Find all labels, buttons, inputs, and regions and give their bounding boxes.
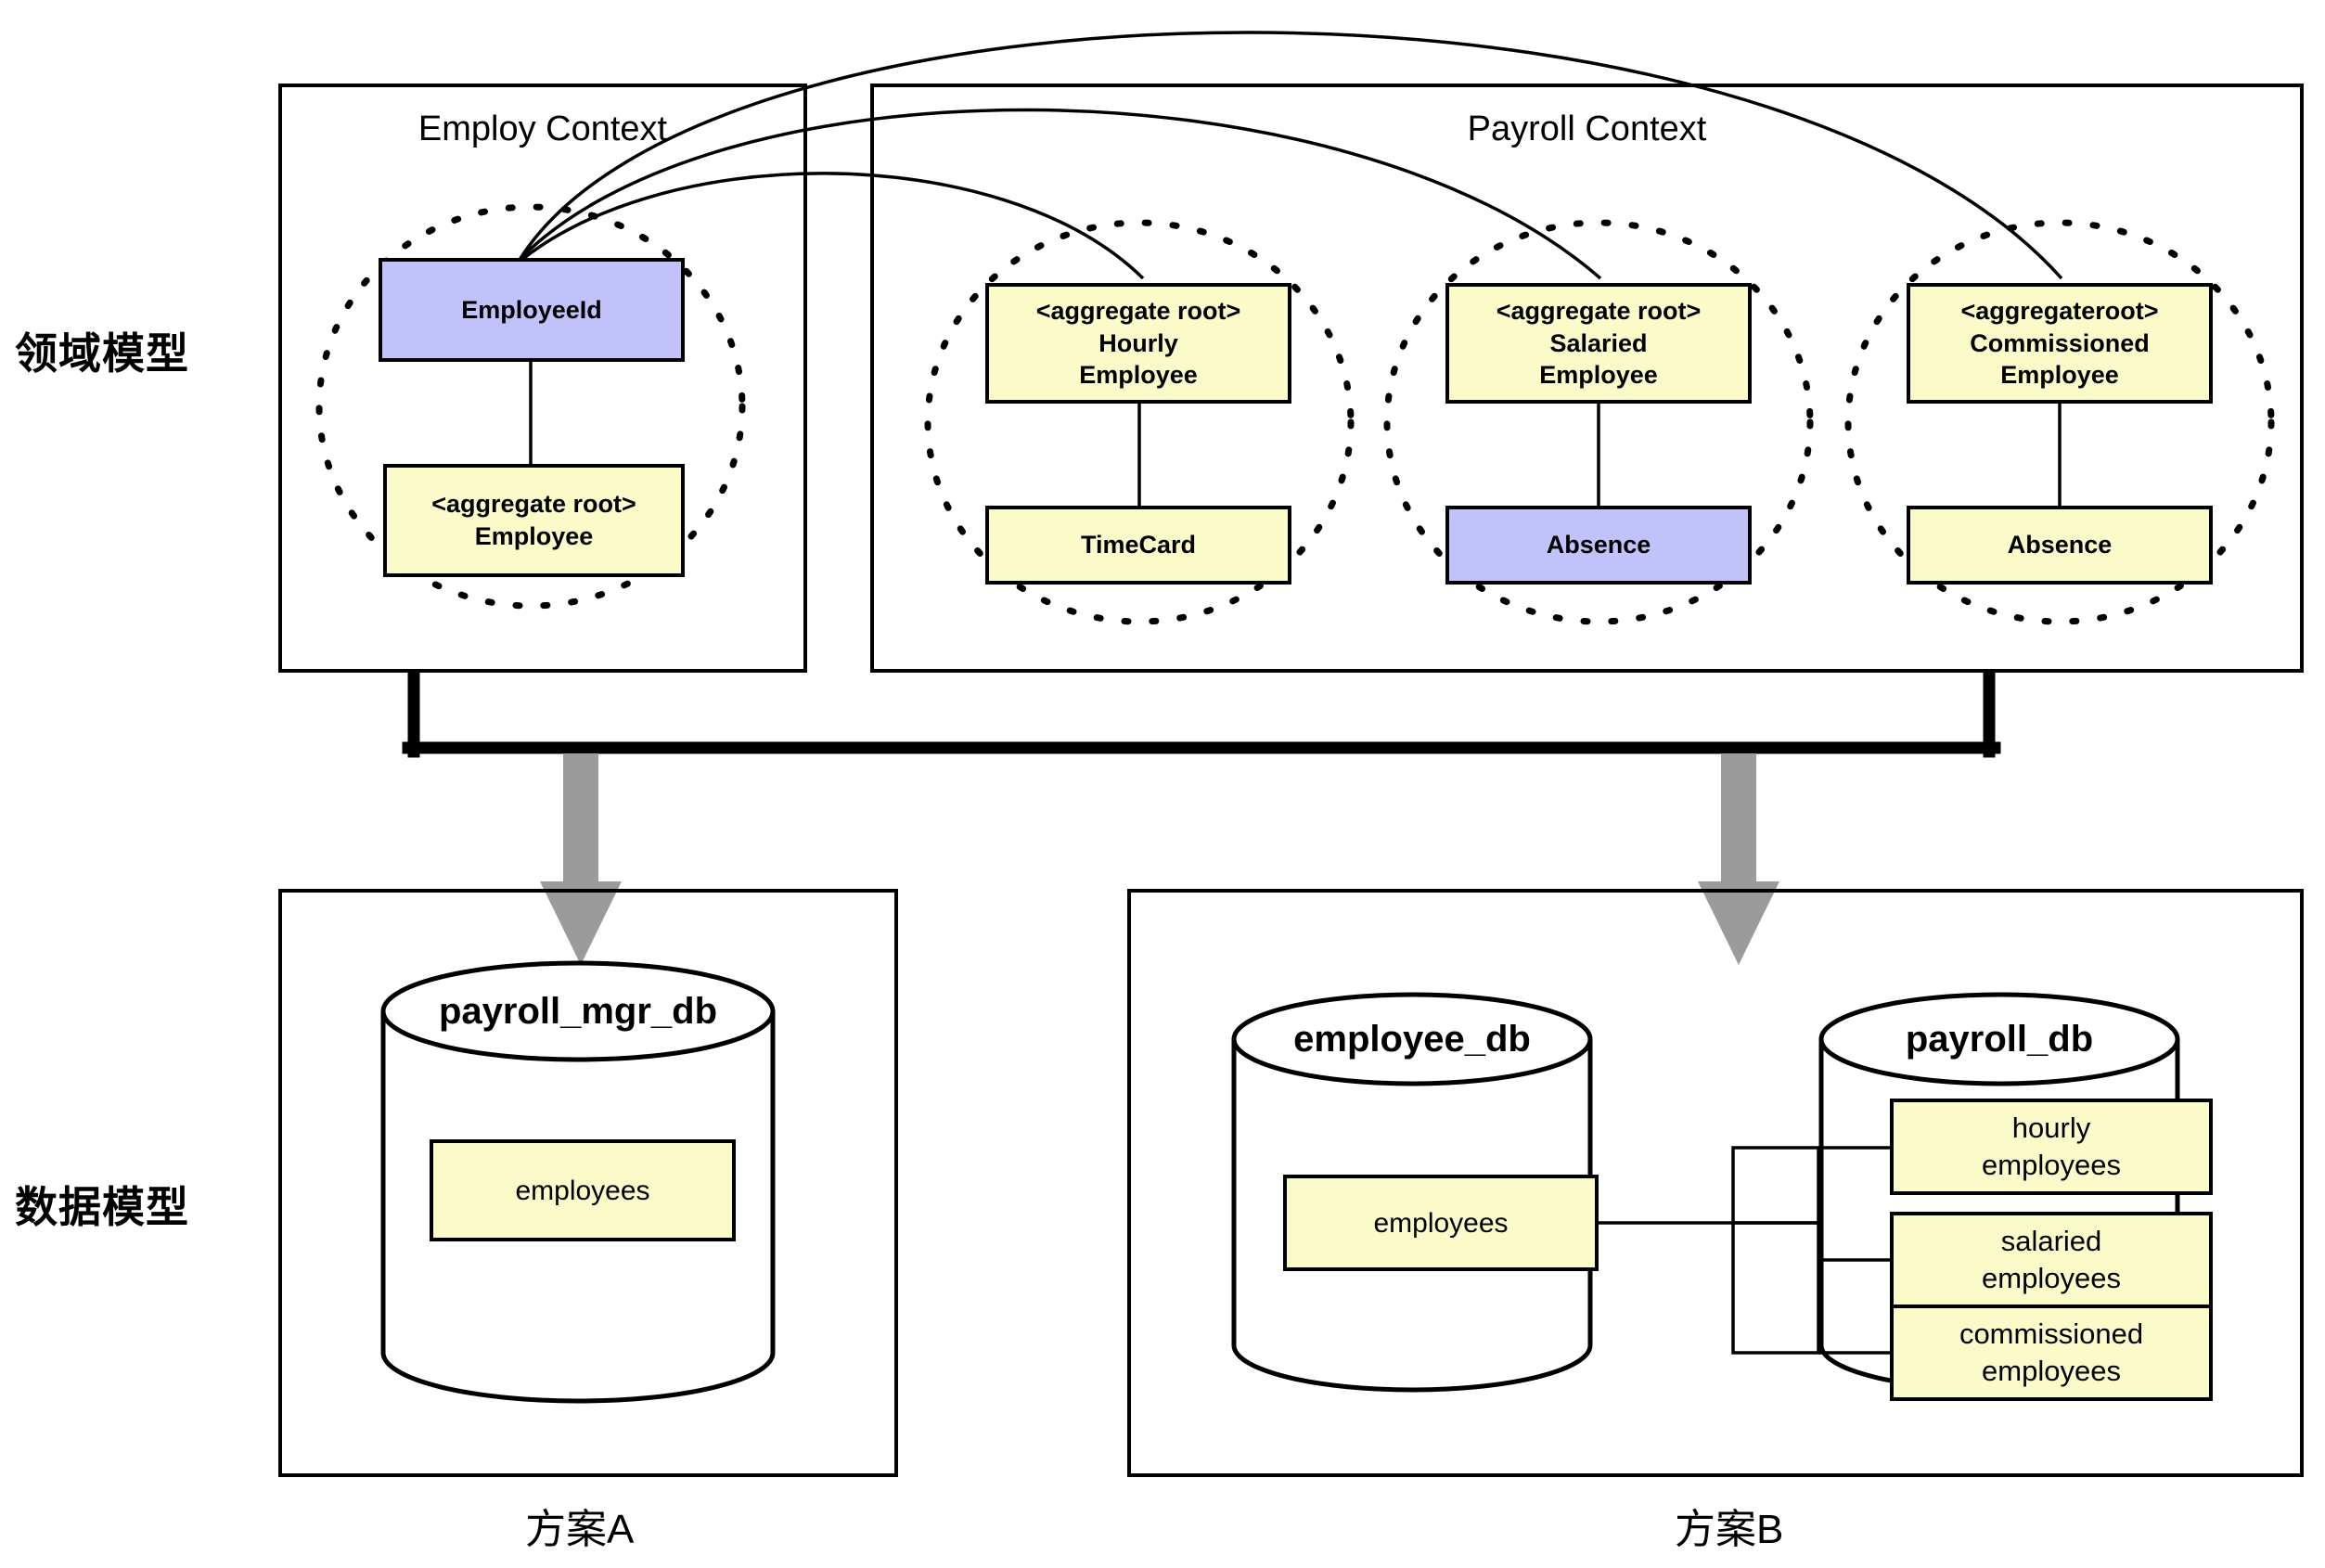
realization-arrow-group (540, 753, 1779, 965)
arc-employeeid-to-salaried (510, 108, 1602, 280)
node-commissioned-stereotype: <aggregateroot> (1960, 297, 2159, 326)
node-employee-name: Employee (474, 522, 594, 550)
cylinder-top-employee-db (1231, 992, 1593, 1086)
table-hourly-line1: hourly (2011, 1111, 2091, 1144)
cylinder-top-payroll-mgr-db (380, 960, 776, 1062)
node-hourly-stereotype: <aggregate root> (1035, 297, 1241, 326)
context-to-data-bracket (402, 671, 2001, 758)
node-hourly-line1: Hourly (1098, 328, 1178, 357)
node-commissioned-line2: Employee (2000, 361, 2119, 390)
aggregate-boundary-hourly (924, 219, 1355, 625)
relation-junction-lower (1731, 1221, 1820, 1355)
table-commissioned-line2: employees (1982, 1355, 2121, 1387)
db-name-payroll-mgr-db: payroll_mgr_db (438, 991, 718, 1032)
table-commissioned-line1: commissioned (1959, 1317, 2144, 1350)
shared-identity-arc-group (504, 31, 2063, 280)
node-salaried-line2: Employee (1539, 361, 1658, 390)
aggregate-boundary-salaried (1383, 219, 1814, 625)
node-absence-salaried[interactable]: Absence (1445, 506, 1752, 585)
cylinder-body-employee-db (1231, 1039, 1593, 1393)
node-salaried-employee[interactable]: <aggregate root> Salaried Employee (1445, 283, 1752, 404)
table-hourly-employees[interactable]: hourly employees (1890, 1099, 2213, 1195)
table-employees-employee-db[interactable]: employees (1283, 1175, 1599, 1271)
node-salaried-line1: Salaried (1549, 328, 1648, 357)
context-box-payroll[interactable] (870, 84, 2304, 673)
row-label-domain-model: 领域模型 (15, 329, 189, 378)
node-employee-id-label: EmployeeId (461, 295, 602, 324)
realization-arrow-plan-a (540, 753, 622, 965)
row-label-data-model: 数据模型 (15, 1183, 189, 1231)
node-absence-commissioned-label: Absence (2007, 531, 2113, 559)
db-name-payroll-db: payroll_db (1905, 1019, 2094, 1060)
context-title-payroll: Payroll Context (1467, 109, 1707, 148)
arc-employeeid-to-commissioned (518, 31, 2063, 280)
table-employees-a-label: employees (515, 1175, 650, 1206)
arc-employeeid-to-hourly (504, 172, 1145, 280)
db-name-employee-db: employee_db (1293, 1019, 1531, 1060)
node-employee-stereotype: <aggregate root> (431, 490, 636, 519)
panel-plan-b[interactable] (1127, 889, 2304, 1477)
table-employees-b-label: employees (1373, 1207, 1509, 1239)
plan-label-b: 方案B (1675, 1507, 1784, 1552)
node-hourly-line2: Employee (1079, 361, 1198, 390)
aggregate-boundary-group (315, 203, 2275, 625)
node-commissioned-line1: Commissioned (1970, 328, 2150, 357)
aggregate-internal-links (529, 362, 2062, 506)
context-title-employ: Employ Context (417, 109, 668, 148)
node-employee-id[interactable]: EmployeeId (379, 258, 685, 362)
plan-label-a: 方案A (525, 1507, 635, 1552)
node-hourly-employee[interactable]: <aggregate root> Hourly Employee (985, 283, 1291, 404)
node-absence-salaried-label: Absence (1546, 531, 1651, 559)
cylinder-top-payroll-db (1818, 992, 2180, 1086)
node-timecard[interactable]: TimeCard (985, 506, 1291, 585)
aggregate-boundary-commissioned (1844, 219, 2275, 625)
node-absence-commissioned[interactable]: Absence (1907, 506, 2213, 585)
realization-arrow-plan-b (1698, 753, 1779, 965)
node-timecard-label: TimeCard (1080, 531, 1197, 559)
table-salaried-line2: employees (1982, 1262, 2121, 1294)
node-employee-aggregate-root[interactable]: <aggregate root> Employee (383, 464, 685, 577)
panel-plan-a[interactable] (278, 889, 898, 1477)
aggregate-boundary-employee (315, 203, 746, 610)
node-salaried-stereotype: <aggregate root> (1496, 297, 1702, 326)
table-hourly-line2: employees (1982, 1149, 2121, 1181)
table-salaried-line1: salaried (2000, 1224, 2102, 1257)
node-commissioned-employee[interactable]: <aggregateroot> Commissioned Employee (1907, 283, 2213, 404)
table-relation-group (1599, 1146, 1890, 1355)
table-salaried-employees[interactable]: salaried employees (1890, 1212, 2213, 1308)
cylinder-body-payroll-mgr-db (380, 1011, 776, 1404)
table-employees-payroll-mgr-db[interactable]: employees (430, 1139, 736, 1241)
context-box-employ[interactable] (278, 84, 807, 673)
table-commissioned-employees[interactable]: commissioned employees (1890, 1305, 2213, 1401)
